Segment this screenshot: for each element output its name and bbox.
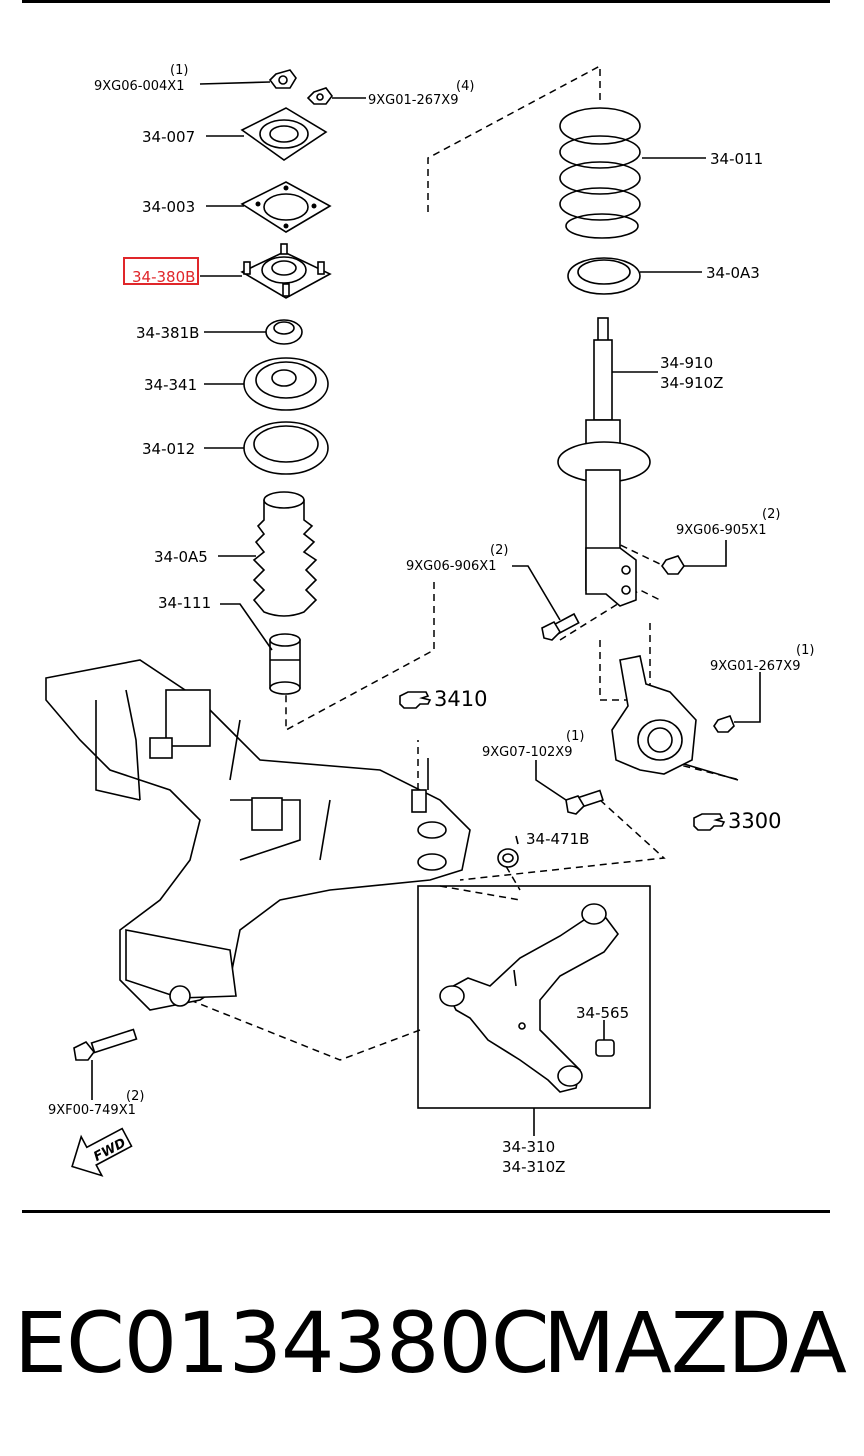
hand-pointer-icon [399, 691, 432, 709]
nut-267b [713, 715, 735, 733]
label-34-007: 34-007 [142, 128, 195, 146]
label-bolt-906: 9XG06-906X1 [406, 559, 496, 574]
bolt-749 [73, 1028, 138, 1061]
label-34-381b: 34-381B [136, 324, 199, 342]
label-34-341: 34-341 [144, 376, 197, 394]
label-bolt-102: 9XG07-102X9 [482, 745, 572, 760]
nut-top-2 [306, 87, 333, 105]
label-bolt-905-qty: (2) [762, 507, 780, 522]
label-nut-267b-qty: (1) [796, 643, 814, 658]
top-rule [22, 0, 830, 3]
label-34-471b: 34-471B [526, 830, 589, 848]
nut-top [268, 69, 297, 89]
label-34-003: 34-003 [142, 198, 195, 216]
hand-pointer-icon [693, 813, 726, 831]
part-number: EC0134380C [14, 1294, 549, 1392]
label-34-111: 34-111 [158, 594, 211, 612]
part-34-0a3-seat [567, 257, 641, 295]
label-nut-top-qty: (1) [170, 63, 188, 78]
label-bolt-749: 9XF00-749X1 [48, 1103, 136, 1118]
bolt-102 [565, 789, 604, 815]
label-bolt-102-qty: (1) [566, 729, 584, 744]
label-34-565: 34-565 [576, 1004, 629, 1022]
bolt-906 [541, 612, 580, 641]
label-34-310: 34-310 [502, 1138, 555, 1156]
label-nut-top2: 9XG01-267X9 [368, 93, 458, 108]
nut-905 [661, 555, 685, 575]
label-34-310z: 34-310Z [502, 1158, 565, 1176]
label-nut-top2-qty: (4) [456, 79, 474, 94]
label-34-011: 34-011 [710, 150, 763, 168]
brand-name: MAZDA [542, 1294, 847, 1392]
label-34-012: 34-012 [142, 440, 195, 458]
part-34-310-lower-arm [439, 903, 620, 1093]
knuckle [611, 655, 697, 775]
label-34-910z: 34-910Z [660, 374, 723, 392]
label-bolt-749-qty: (2) [126, 1089, 144, 1104]
label-34-0a5: 34-0A5 [154, 548, 208, 566]
label-34-0a3: 34-0A3 [706, 264, 760, 282]
label-34-380b: 34-380B [132, 268, 195, 286]
label-bolt-905: 9XG06-905X1 [676, 523, 766, 538]
part-34-003 [240, 181, 332, 233]
highlight-box [123, 257, 199, 285]
part-34-0a5-bellows [252, 491, 318, 617]
leader-lines [91, 81, 761, 1136]
part-34-012 [243, 421, 329, 475]
fwd-label: FWD [91, 1136, 128, 1165]
part-34-910-strut [557, 317, 651, 607]
label-nut-top: 9XG06-004X1 [94, 79, 184, 94]
part-34-471b [497, 848, 519, 868]
part-34-111-bumper [269, 633, 301, 695]
suspension-exploded-diagram: (1) 9XG06-004X1 (4) 9XG01-267X9 34-007 3… [45, 63, 814, 1177]
dashed-guide-lines [189, 64, 741, 1061]
label-34-910: 34-910 [660, 354, 713, 372]
bottom-rule [22, 1210, 830, 1213]
part-34-007 [240, 107, 328, 161]
part-34-011-spring [559, 107, 641, 239]
label-bolt-906-qty: (2) [490, 543, 508, 558]
part-34-381b [265, 319, 303, 345]
label-ref-3300: 3300 [728, 809, 781, 833]
part-34-565 [595, 1039, 615, 1057]
fwd-arrow-icon: FWD [71, 1127, 133, 1177]
label-nut-267b: 9XG01-267X9 [710, 659, 800, 674]
label-ref-3410: 3410 [434, 687, 487, 711]
part-labels: (1) 9XG06-004X1 (4) 9XG01-267X9 34-007 3… [48, 63, 814, 1176]
part-34-380b [240, 243, 332, 299]
subframe [45, 659, 471, 1011]
part-34-341 [243, 357, 329, 411]
